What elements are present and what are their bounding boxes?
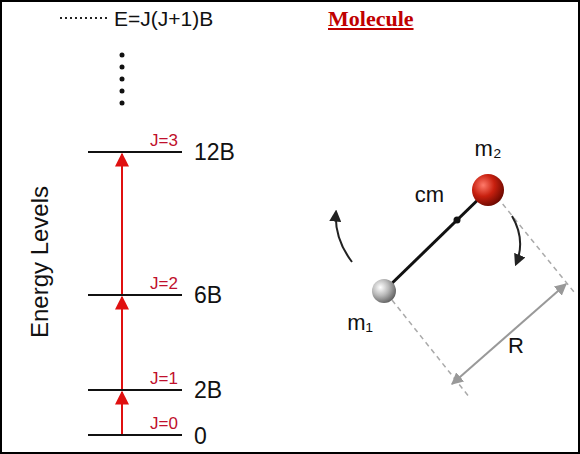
quantum-number: J=3	[150, 132, 178, 149]
distance-label: R	[508, 335, 524, 357]
quantum-number: J=2	[150, 275, 178, 292]
dimension-line	[392, 197, 574, 398]
center-of-mass-dot	[454, 217, 461, 224]
transition-arrow	[121, 154, 123, 434]
mass-label: m₂	[475, 138, 502, 160]
title: Molecule	[328, 8, 414, 30]
mass-label: m₁	[347, 312, 373, 334]
axis-label: Energy Levels	[28, 186, 52, 338]
atom-m1	[372, 279, 396, 303]
energy-value: 0	[194, 425, 207, 448]
quantum-number: J=0	[150, 415, 178, 432]
rotation-arrow	[512, 216, 520, 264]
energy-value: 6B	[194, 284, 222, 307]
energy-value: 12B	[194, 141, 235, 164]
rotation-arrow	[336, 212, 352, 262]
quantum-number: J=1	[150, 370, 178, 387]
formula-label: E=J(J+1)B	[114, 8, 213, 29]
ellipsis-dots	[120, 53, 125, 106]
energy-value: 2B	[194, 379, 222, 402]
atom-m2	[472, 174, 504, 206]
center-of-mass-label: cm	[415, 184, 444, 206]
dotted-level	[60, 17, 108, 19]
dimension-arrow	[452, 284, 566, 384]
energy-level	[88, 152, 182, 435]
